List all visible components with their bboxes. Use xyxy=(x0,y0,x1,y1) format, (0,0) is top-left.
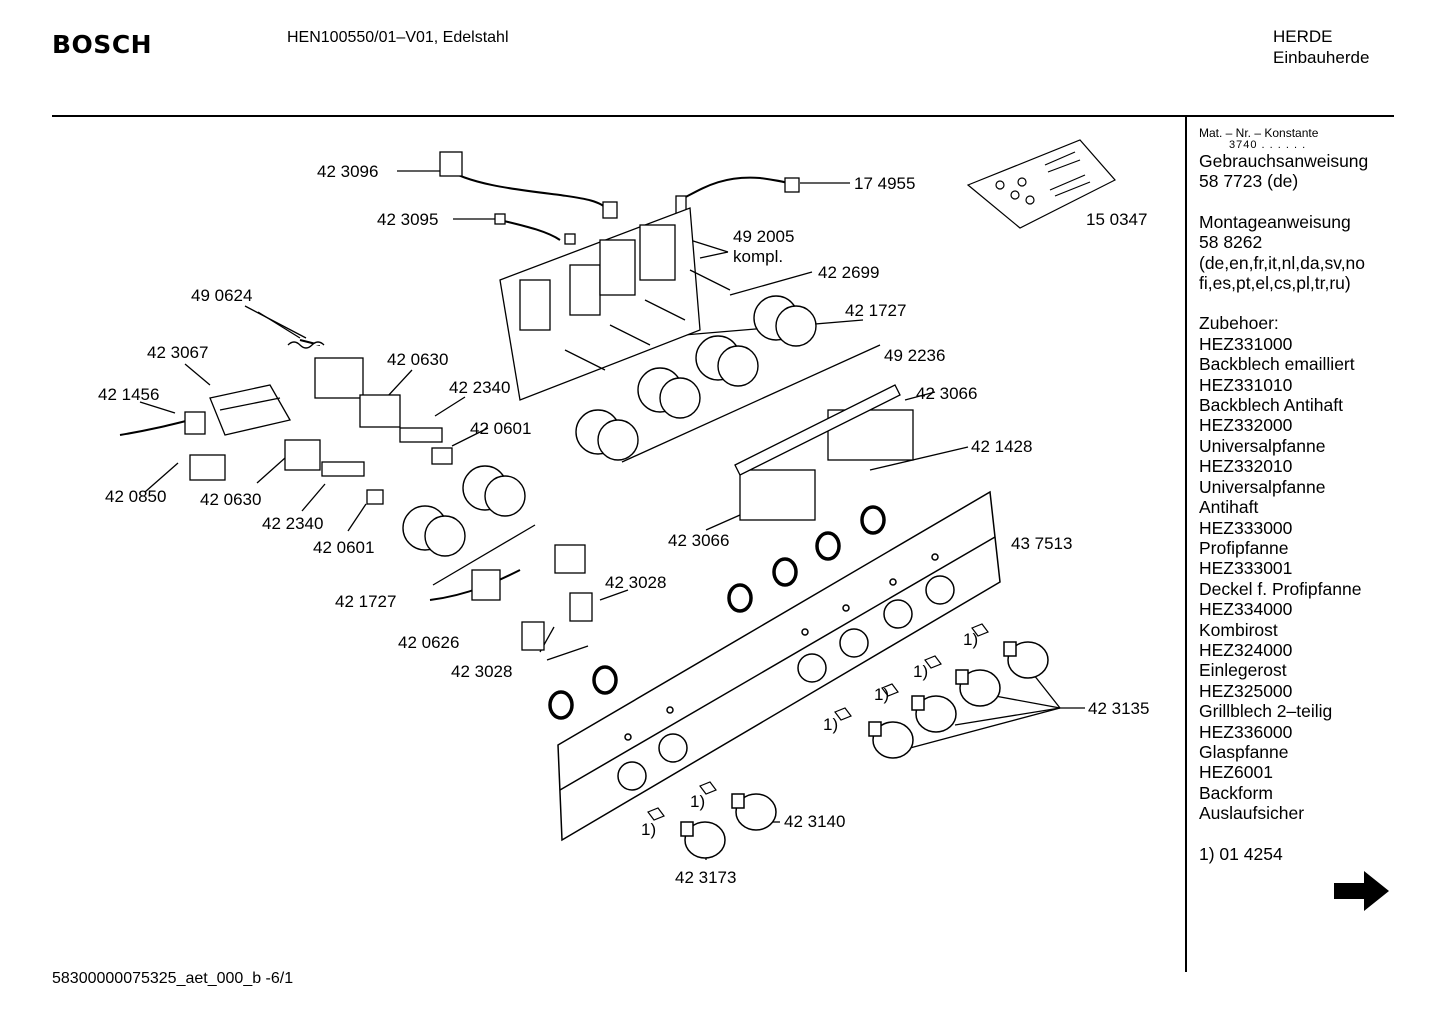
part-label: 42 2340 xyxy=(262,514,323,533)
part-label: 42 1456 xyxy=(98,385,159,404)
part-label: 15 0347 xyxy=(1086,210,1147,229)
part-label: 43 7513 xyxy=(1011,534,1072,553)
sidebar-line: HEZ325000 xyxy=(1199,680,1293,701)
part-label: 42 1428 xyxy=(971,437,1032,456)
sidebar-line: 1) 01 4254 xyxy=(1199,843,1283,864)
sidebar-line: fi,es,pt,el,cs,pl,tr,ru) xyxy=(1199,273,1351,294)
sidebar-gap xyxy=(1199,293,1389,313)
sidebar-gap xyxy=(1199,192,1389,212)
part-label: 42 0630 xyxy=(200,490,261,509)
part-label: 42 0601 xyxy=(313,538,374,557)
sidebar-line: HEZ336000 xyxy=(1199,721,1293,742)
sidebar-line: Profipfanne xyxy=(1199,537,1289,558)
footnote-marker: 1) xyxy=(690,792,705,811)
part-label: 42 3028 xyxy=(451,662,512,681)
sidebar-line: 58 7723 (de) xyxy=(1199,171,1299,192)
sidebar-line: HEZ332000 xyxy=(1199,415,1293,436)
sidebar-line: Montageanweisung xyxy=(1199,211,1351,232)
sidebar-line: Deckel f. Profipfanne xyxy=(1199,578,1362,599)
part-label: 49 2236 xyxy=(884,346,945,365)
part-label: 42 0601 xyxy=(470,419,531,438)
part-label: 42 1727 xyxy=(845,301,906,320)
part-label: 42 0850 xyxy=(105,487,166,506)
footnote-marker: 1) xyxy=(641,820,656,839)
footnote-marker: 1) xyxy=(874,685,889,704)
sidebar-line: Auslaufsicher xyxy=(1199,803,1305,824)
sidebar-line: HEZ331010 xyxy=(1199,374,1293,395)
part-label: 42 0626 xyxy=(398,633,459,652)
part-label: 42 2699 xyxy=(818,263,879,282)
document-id: 58300000075325_aet_000_b -6/1 xyxy=(52,970,294,987)
sidebar-line: Einlegerost xyxy=(1199,660,1287,681)
sidebar-line: HEZ332010 xyxy=(1199,456,1293,477)
part-label: 42 3067 xyxy=(147,343,208,362)
part-label: 17 4955 xyxy=(854,174,915,193)
sidebar-line: Kombirost xyxy=(1199,619,1278,640)
sidebar-divider xyxy=(1185,115,1187,972)
category-subtitle: Einbauherde xyxy=(1273,48,1370,67)
sidebar-line: HEZ6001 xyxy=(1199,762,1273,783)
part-label: 42 3140 xyxy=(784,812,845,831)
sidebar-line: Grillblech 2–teilig xyxy=(1199,701,1333,722)
sidebar-line: HEZ333000 xyxy=(1199,517,1293,538)
sidebar-line: Glaspfanne xyxy=(1199,741,1289,762)
part-label: 42 1727 xyxy=(335,592,396,611)
mat-number-label: Mat. – Nr. – Konstante xyxy=(1199,126,1319,140)
part-label: 42 2340 xyxy=(449,378,510,397)
model-title: HEN100550/01–V01, Edelstahl xyxy=(287,29,509,46)
part-label: 42 3096 xyxy=(317,162,378,181)
part-label: kompl. xyxy=(733,247,783,266)
sidebar-line: 58 8262 xyxy=(1199,232,1263,253)
part-label: 42 3028 xyxy=(605,573,666,592)
sidebar-line: Gebrauchsanweisung xyxy=(1199,151,1369,171)
sidebar-line: HEZ334000 xyxy=(1199,599,1293,620)
sidebar-line: Universalpfanne xyxy=(1199,435,1326,456)
sidebar-line: HEZ331000 xyxy=(1199,333,1293,354)
sidebar-line: Backblech emailliert xyxy=(1199,354,1355,375)
sidebar-line: Universalpfanne xyxy=(1199,476,1326,497)
part-label: 42 3173 xyxy=(675,868,736,887)
sidebar-line: Backblech Antihaft xyxy=(1199,395,1343,416)
part-label: 42 3066 xyxy=(668,531,729,550)
sidebar-line: (de,en,fr,it,nl,da,sv,no xyxy=(1199,252,1366,273)
brand-logo: BOSCH xyxy=(52,30,153,59)
sidebar-line: HEZ324000 xyxy=(1199,639,1293,660)
sidebar-line: Backform xyxy=(1199,782,1273,803)
category-title: HERDE xyxy=(1273,27,1333,46)
parts-sidebar: Mat. – Nr. – Konstante 3740 . . . . . . … xyxy=(1199,126,1389,864)
sidebar-line: Antihaft xyxy=(1199,497,1259,518)
part-label: 42 0630 xyxy=(387,350,448,369)
header-divider xyxy=(52,115,1394,117)
sidebar-line: HEZ333001 xyxy=(1199,558,1293,579)
footnote-marker: 1) xyxy=(913,662,928,681)
exploded-parts-diagram: 42 3096 17 4955 42 3095 15 0347 49 2005 … xyxy=(98,139,1149,887)
part-label: 42 3095 xyxy=(377,210,438,229)
mat-number-value: 3740 . . . . . . xyxy=(1229,139,1307,151)
part-label: 49 2005 xyxy=(733,227,794,246)
part-label: 42 3135 xyxy=(1088,699,1149,718)
part-label: 42 3066 xyxy=(916,384,977,403)
sidebar-gap xyxy=(1199,824,1389,844)
right-arrow-icon[interactable] xyxy=(1334,871,1390,911)
footnote-marker: 1) xyxy=(963,630,978,649)
part-label: 49 0624 xyxy=(191,286,252,305)
sidebar-line: Zubehoer: xyxy=(1199,313,1279,334)
footnote-marker: 1) xyxy=(823,715,838,734)
